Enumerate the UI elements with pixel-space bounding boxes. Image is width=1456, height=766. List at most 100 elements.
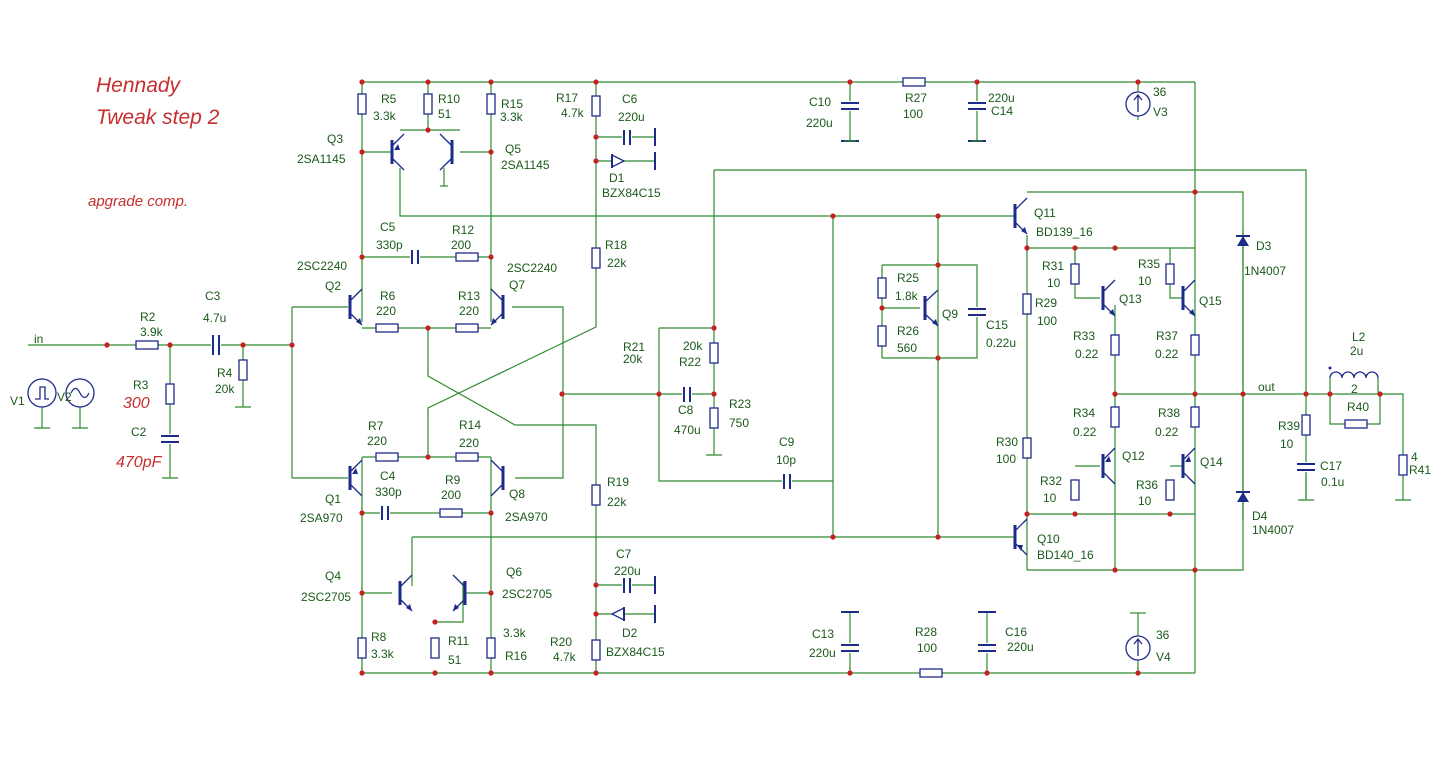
label-r8: R8 [371,630,387,644]
resistors [135,77,1408,678]
label-d1: D1 [609,171,625,185]
label-r10: R10 [438,92,460,106]
label-c8: C8 [678,403,694,417]
label-r2-value: 3.9k [140,325,164,339]
label-q5: Q5 [505,142,521,156]
label-c2-value: 470pF [116,454,163,471]
label-r28: R28 [915,625,937,639]
label-r34-value: 0.22 [1073,425,1097,439]
label-v2: V2 [57,390,72,404]
diode-d2 [610,605,656,623]
label-c4: C4 [380,469,396,483]
label-r37-value: 0.22 [1155,347,1179,361]
transistor-q7 [490,288,505,326]
transistor-q5 [439,133,454,171]
resistor-r5 [357,93,367,115]
wires [28,81,1404,674]
resistor-r14 [455,452,479,462]
source-v4 [1125,635,1151,661]
label-r39-value: 10 [1280,437,1294,451]
sources [27,91,1151,661]
resistor-r35 [1165,263,1175,285]
label-d1-type: BZX84C15 [602,186,661,200]
label-q4: Q4 [325,569,341,583]
resistor-r26 [877,325,887,347]
inductor-l2 [1328,366,1379,394]
label-r18: R18 [605,238,627,252]
label-c3-value: 4.7u [203,311,226,325]
source-v1 [27,378,57,408]
label-r10-value: 51 [438,107,452,121]
label-r31-value: 10 [1047,276,1061,290]
label-c17: C17 [1320,459,1342,473]
label-r29-value: 100 [1037,314,1057,328]
label-r37: R37 [1156,329,1178,343]
label-v3-value: 36 [1153,85,1167,99]
component-labels: V1 V2 R2 3.9k C3 4.7u R4 20k R3 300 C2 4… [10,85,1431,667]
resistor-r27 [902,77,926,87]
label-d2-type: BZX84C15 [606,645,665,659]
resistor-r31 [1070,263,1080,285]
label-r13: R13 [458,289,480,303]
capacitor-c2 [160,434,182,444]
transistor-q10 [1013,518,1028,556]
label-r9-value: 200 [441,488,461,502]
resistor-r15 [486,93,496,115]
label-q7: Q7 [509,278,525,292]
transistor-q14 [1181,447,1196,485]
label-d4: D4 [1252,509,1268,523]
label-r35: R35 [1138,257,1160,271]
label-r5-value: 3.3k [373,109,397,123]
label-q6-type: 2SC2705 [502,587,552,601]
label-r3: R3 [133,378,149,392]
label-d3: D3 [1256,239,1272,253]
label-c5-value: 330p [376,238,403,252]
resistor-r4 [238,359,248,381]
label-r30-value: 100 [996,452,1016,466]
resistor-r13 [455,323,479,333]
capacitor-c7 [622,576,656,594]
label-r18-value: 22k [607,256,627,270]
label-v1: V1 [10,394,25,408]
resistor-r2 [135,340,159,350]
label-c17-value: 0.1u [1321,475,1344,489]
label-c9: C9 [779,435,795,449]
label-r7-value: 220 [367,434,387,448]
label-q8: Q8 [509,487,525,501]
transistor-q2 [348,288,363,326]
label-c3: C3 [205,289,221,303]
transistor-q12 [1101,447,1116,485]
label-r41-value: 4 [1411,450,1418,464]
capacitor-c6 [622,128,656,146]
label-r16-value: 3.3k [503,626,527,640]
transistor-q1 [348,459,363,497]
label-q3-type: 2SA1145 [297,152,346,166]
label-r2: R2 [140,310,156,324]
label-c6: C6 [622,92,638,106]
label-c8-value: 470u [674,423,701,437]
label-l2: L2 [1352,330,1366,344]
label-c7: C7 [616,547,632,561]
label-r30: R30 [996,435,1018,449]
label-r19-value: 22k [607,495,627,509]
label-r7: R7 [368,419,384,433]
label-r16: R16 [505,649,527,663]
resistor-r34 [1110,406,1120,428]
label-r6: R6 [380,289,396,303]
resistor-r3 [165,383,175,405]
resistor-r8 [357,637,367,659]
label-c15-value: 0.22u [986,336,1016,350]
label-r39: R39 [1278,419,1300,433]
label-r13-value: 220 [459,304,479,318]
label-q6: Q6 [506,565,522,579]
label-r23-value: 750 [729,416,749,430]
label-r38: R38 [1158,406,1180,420]
label-r33-value: 0.22 [1075,347,1099,361]
title-text: Hennady [96,74,182,97]
label-r23: R23 [729,397,751,411]
label-d3-type: 1N4007 [1244,264,1286,278]
capacitor-c3 [211,334,221,356]
label-q5-type: 2SA1145 [501,158,550,172]
label-r36-value: 10 [1138,494,1152,508]
